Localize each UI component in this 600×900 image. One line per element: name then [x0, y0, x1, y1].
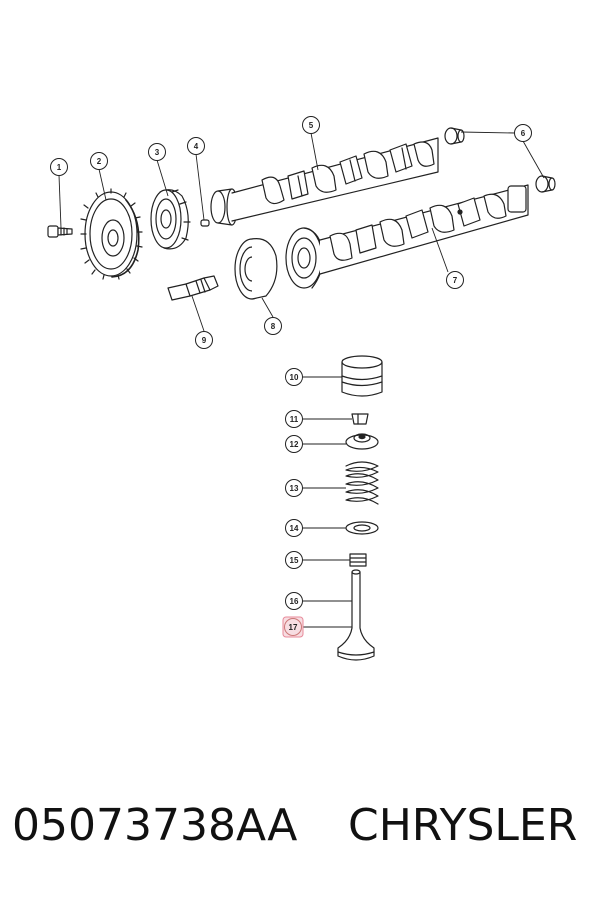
valve-spring-part	[345, 461, 379, 505]
valve-keeper-part	[351, 413, 369, 425]
svg-text:16: 16	[290, 597, 299, 606]
callout-11[interactable]: 11	[285, 410, 303, 428]
callout-markers: 1 2 3 4 5 6 7 8 9 10 11 12 13 14 15 16 1…	[50, 116, 532, 638]
svg-text:3: 3	[155, 148, 160, 157]
callout-6[interactable]: 6	[514, 124, 532, 142]
callout-8[interactable]: 8	[264, 317, 282, 335]
spring-seat-part	[345, 521, 379, 535]
valve-part	[337, 569, 375, 661]
svg-text:15: 15	[290, 556, 299, 565]
sprocket-part	[80, 188, 143, 280]
exploded-parts-diagram: 1 2 3 4 5 6 7 8 9 10 11 12 13 14 15 16 1…	[47, 116, 556, 661]
svg-text:1: 1	[57, 163, 62, 172]
callout-1[interactable]: 1	[50, 158, 68, 176]
svg-text:14: 14	[290, 524, 299, 533]
leader-lines	[58, 131, 545, 628]
svg-text:5: 5	[309, 121, 314, 130]
callout-9[interactable]: 9	[195, 331, 213, 349]
spring-retainer-part	[345, 433, 379, 450]
callout-16[interactable]: 16	[285, 592, 303, 610]
svg-text:13: 13	[290, 484, 299, 493]
callout-13[interactable]: 13	[285, 479, 303, 497]
callout-17-highlighted[interactable]: 17	[282, 616, 304, 638]
callout-2[interactable]: 2	[90, 152, 108, 170]
brand-name: CHRYSLER	[348, 800, 578, 851]
footer-caption: 05073738AA CHRYSLER	[0, 800, 600, 870]
plunger-part	[167, 275, 219, 301]
callout-12[interactable]: 12	[285, 435, 303, 453]
svg-text:8: 8	[271, 322, 276, 331]
part-number: 05073738AA	[12, 800, 298, 851]
camshaft-lower-part	[285, 184, 529, 289]
callout-15[interactable]: 15	[285, 551, 303, 569]
svg-text:9: 9	[202, 336, 207, 345]
callout-7[interactable]: 7	[446, 271, 464, 289]
svg-text:7: 7	[453, 276, 458, 285]
svg-text:6: 6	[521, 129, 526, 138]
tone-wheel-lower-part	[234, 238, 278, 300]
callout-4[interactable]: 4	[187, 137, 205, 155]
callout-3[interactable]: 3	[148, 143, 166, 161]
tone-wheel-part	[150, 189, 191, 250]
callout-5[interactable]: 5	[302, 116, 320, 134]
svg-text:11: 11	[290, 415, 299, 424]
svg-text:17: 17	[289, 623, 298, 632]
dowel-pin-part	[200, 219, 210, 227]
svg-text:2: 2	[97, 157, 102, 166]
cap-plugs-part	[444, 127, 556, 193]
svg-text:10: 10	[290, 373, 299, 382]
svg-text:12: 12	[290, 440, 299, 449]
callout-10[interactable]: 10	[285, 368, 303, 386]
callout-14[interactable]: 14	[285, 519, 303, 537]
tappet-part	[341, 355, 383, 397]
bolt-part	[47, 225, 73, 238]
camshaft-upper-part	[210, 137, 439, 226]
valve-seal-part	[349, 553, 367, 567]
svg-text:4: 4	[194, 142, 199, 151]
